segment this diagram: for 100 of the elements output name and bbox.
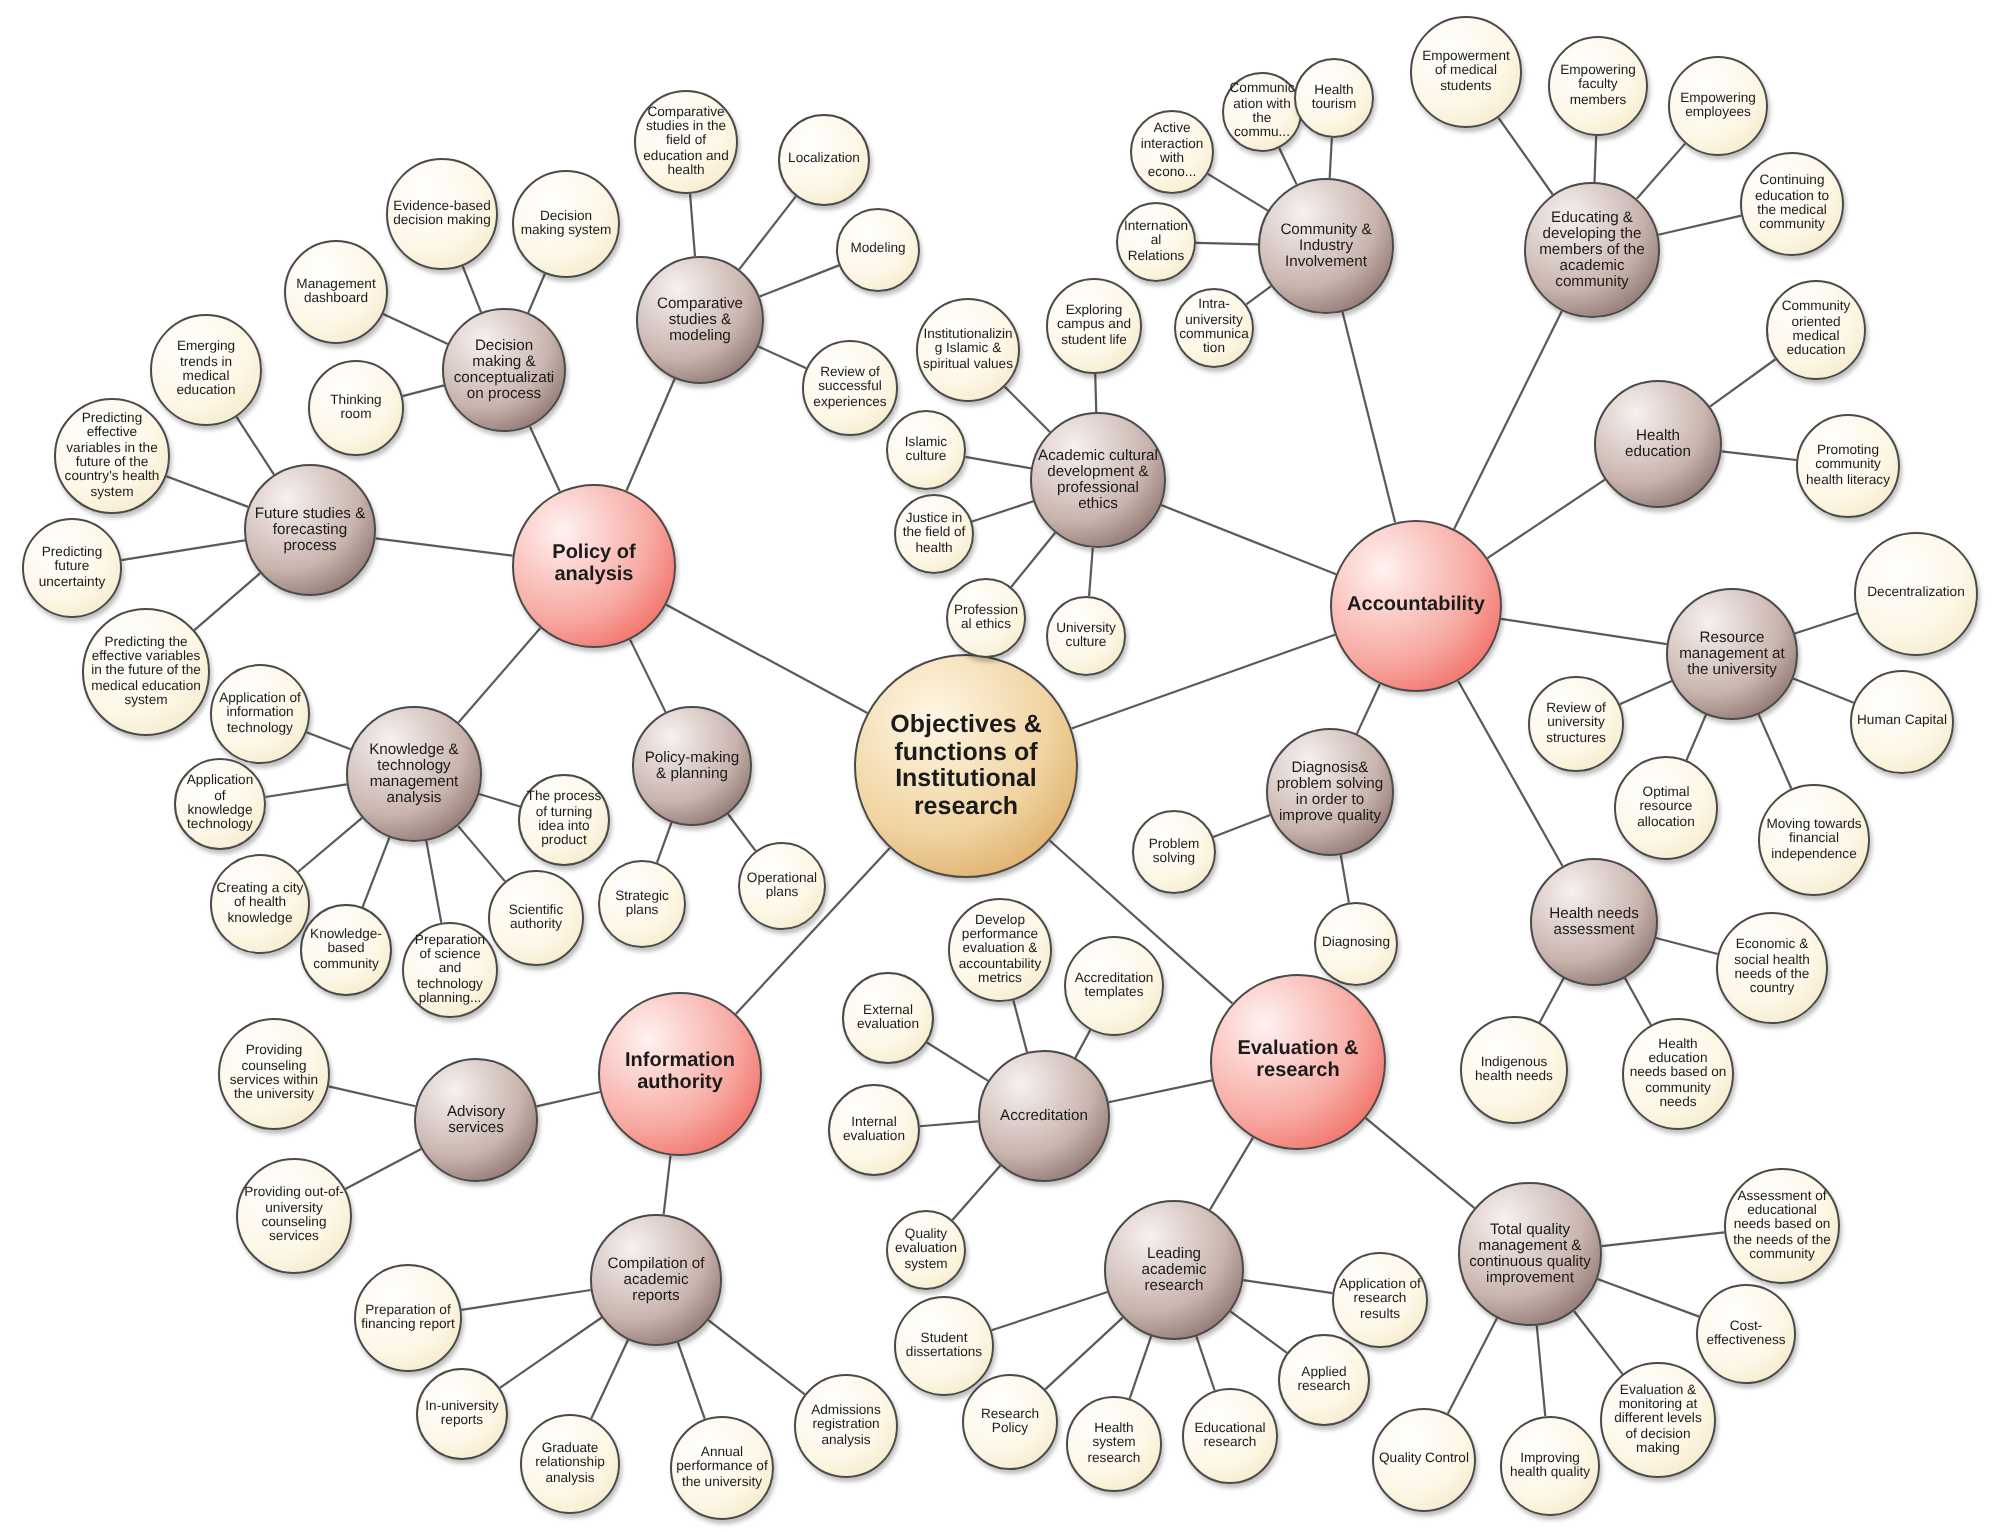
leaf-circle	[386, 158, 498, 270]
leaf-circle	[512, 170, 620, 278]
connector-line	[265, 783, 347, 799]
leaf-circle	[236, 1158, 352, 1274]
connector-line	[665, 603, 868, 714]
leaf-circle	[886, 1210, 966, 1290]
connector-line	[121, 539, 245, 562]
sub-topic-circle	[636, 256, 764, 384]
connector-line	[165, 475, 249, 508]
leaf-circle	[794, 1374, 898, 1478]
main-branch-circle	[1210, 974, 1386, 1150]
leaf-circle	[518, 774, 610, 866]
leaf-circle	[354, 1264, 462, 1372]
connector-line	[919, 1120, 979, 1128]
connector-line	[1355, 683, 1381, 735]
node-label: Accountability	[1347, 595, 1485, 617]
connector-line	[926, 1041, 989, 1082]
connector-line	[625, 378, 676, 492]
connector-line	[499, 1316, 603, 1389]
leaf-circle	[802, 340, 898, 436]
sub-topic-circle	[632, 706, 752, 826]
connector-line	[1635, 142, 1686, 200]
leaf-circle	[1766, 280, 1866, 380]
leaf-circle	[488, 870, 584, 966]
connector-line	[971, 500, 1034, 523]
connector-line	[1071, 633, 1336, 730]
connector-line	[1012, 999, 1029, 1053]
connector-line	[1208, 1137, 1254, 1211]
connector-line	[1685, 714, 1707, 761]
leaf-circle	[416, 1368, 508, 1460]
connector-line	[425, 840, 443, 923]
connector-line	[1365, 1117, 1476, 1209]
leaf-circle	[1716, 912, 1828, 1024]
leaf-circle	[1740, 152, 1844, 256]
connector-line	[306, 731, 352, 751]
connector-line	[590, 1339, 630, 1420]
leaf-circle	[1724, 1168, 1840, 1284]
connector-line	[757, 345, 807, 370]
main-branch-circle	[512, 484, 676, 648]
leaf-circle	[1294, 58, 1374, 138]
connector-line	[457, 825, 506, 883]
connector-line	[1048, 839, 1234, 1005]
leaf-circle	[1796, 414, 1900, 518]
connector-line	[1207, 172, 1269, 212]
sub-topic-circle	[1458, 1182, 1602, 1326]
leaf-circle	[1668, 56, 1768, 156]
connector-line	[1658, 214, 1742, 236]
connector-line	[1087, 547, 1094, 597]
connector-line	[1245, 285, 1272, 306]
connector-line	[1497, 117, 1554, 196]
connector-line	[738, 195, 797, 271]
connector-line	[1535, 1325, 1547, 1417]
connector-line	[528, 425, 561, 492]
connector-line	[1597, 1277, 1700, 1318]
leaf-circle	[300, 904, 392, 996]
sub-topic-circle	[1258, 178, 1394, 314]
leaf-circle	[1332, 1252, 1428, 1348]
connector-line	[1160, 504, 1337, 576]
connector-line	[382, 312, 449, 345]
connector-line	[1601, 1231, 1725, 1248]
leaf-circle	[894, 1296, 994, 1396]
leaf-circle	[894, 494, 974, 574]
connector-line	[527, 273, 546, 314]
sub-topic-circle	[1104, 1200, 1244, 1340]
leaf-circle	[842, 972, 934, 1064]
connector-line	[344, 1147, 422, 1190]
connector-line	[689, 193, 697, 257]
connector-line	[1709, 358, 1777, 408]
leaf-circle	[946, 578, 1026, 658]
connector-line	[328, 1085, 416, 1108]
connector-line	[1538, 977, 1565, 1024]
sub-topic-circle	[414, 1058, 538, 1182]
leaf-circle	[1622, 1018, 1734, 1130]
leaf-circle	[1854, 532, 1978, 656]
connector-line	[536, 1090, 601, 1108]
connector-line	[629, 639, 667, 713]
leaf-circle	[828, 1084, 920, 1176]
connector-line	[1212, 813, 1271, 838]
leaf-circle	[1696, 1284, 1796, 1384]
sub-topic-circle	[1030, 412, 1166, 548]
connector-line	[1446, 1317, 1499, 1415]
connector-line	[1624, 977, 1652, 1026]
leaf-circle	[1372, 1408, 1476, 1512]
connector-line	[1794, 612, 1858, 635]
connector-line	[1757, 713, 1793, 790]
connector-line	[991, 1290, 1108, 1332]
connector-line	[1044, 1316, 1124, 1391]
connector-line	[1486, 478, 1606, 560]
connector-line	[1004, 386, 1051, 433]
connector-line	[965, 455, 1032, 470]
connector-line	[1278, 147, 1298, 186]
sub-topic-circle	[590, 1214, 722, 1346]
connector-line	[1094, 373, 1098, 413]
leaf-circle	[1600, 1362, 1716, 1478]
connector-line	[1792, 677, 1855, 704]
leaf-circle	[948, 898, 1052, 1002]
node-label: Policy of analysis	[550, 544, 638, 588]
sub-topic-circle	[442, 308, 566, 432]
connector-line	[951, 1164, 1002, 1221]
leaf-circle	[886, 410, 966, 490]
